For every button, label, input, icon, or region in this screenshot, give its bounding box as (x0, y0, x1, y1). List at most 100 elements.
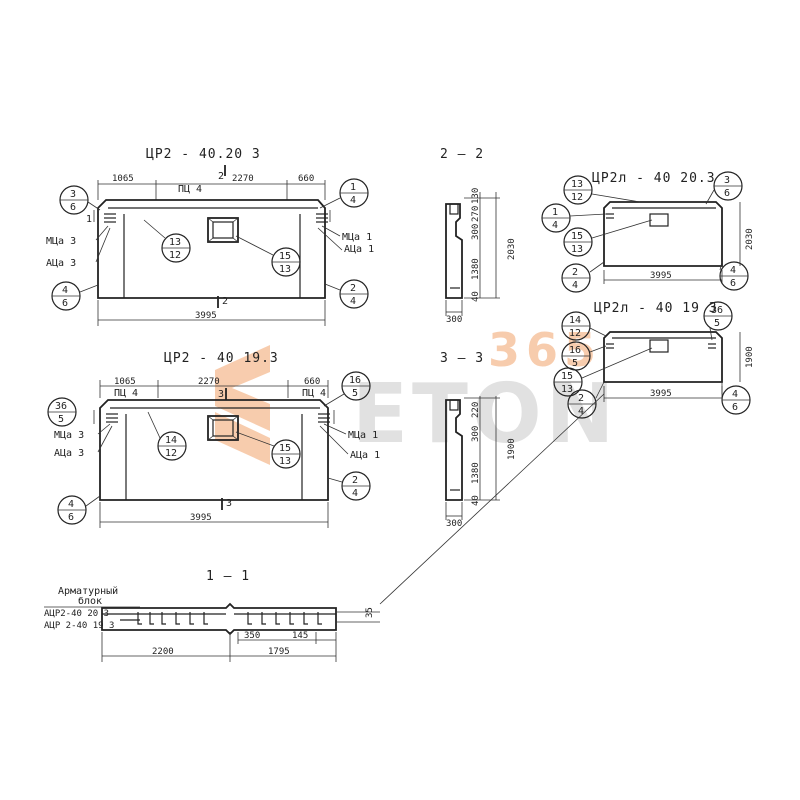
view-title: ЦР2 - 40.20 3 (146, 147, 261, 162)
svg-text:6: 6 (68, 512, 74, 523)
svg-text:4: 4 (350, 195, 356, 206)
callout-bubble: 1 4 (541, 203, 607, 233)
svg-text:4: 4 (552, 220, 558, 231)
dim-mid: 2270 (198, 377, 220, 387)
svg-text:13: 13 (279, 264, 291, 275)
svg-text:6: 6 (732, 402, 738, 413)
label-mts-right: МЦа 1 (348, 430, 378, 441)
dim-total: 3995 (195, 311, 217, 321)
callout-bubble: 14 12 (561, 311, 607, 341)
callout-bubble: 15 13 (553, 347, 653, 397)
section-3-3: 3 — 3 300 220 300 1380 40 1900 (440, 351, 517, 529)
callout-bubble: 1 4 (319, 178, 369, 209)
callout-bubble: 2 4 (327, 471, 371, 501)
dim-right: 660 (298, 174, 314, 184)
svg-text:15: 15 (279, 251, 291, 262)
callout-bubble: 36 5 (703, 301, 733, 341)
dim-height: 2030 (745, 228, 755, 250)
svg-text:16: 16 (349, 375, 361, 386)
svg-text:2: 2 (578, 393, 584, 404)
svg-text:12: 12 (169, 250, 181, 261)
callout-bubble: 3 6 (59, 185, 101, 215)
dim-c: 300 (471, 426, 481, 442)
svg-text:12: 12 (165, 448, 177, 459)
svg-text:4: 4 (350, 296, 356, 307)
view-crp-2040203: ЦР2 - 40.20 3 2 1065 2270 660 ПЦ 4 1 МЦа… (46, 147, 374, 326)
dim-left: 2200 (152, 647, 174, 657)
watermark-logo-mark (215, 345, 270, 431)
svg-text:16: 16 (569, 345, 581, 356)
svg-text:13: 13 (571, 244, 583, 255)
callout-bubble: 15 13 (563, 219, 653, 257)
svg-text:14: 14 (165, 435, 177, 446)
dim-a: 220 (471, 402, 481, 418)
callout-bubble: 13 12 (563, 175, 641, 205)
dim-d: 1380 (471, 258, 481, 280)
dim-left: 1065 (114, 377, 136, 387)
svg-text:2: 2 (350, 283, 356, 294)
label-code-2: АЦР 2-40 19 3 (44, 621, 114, 631)
callout-bubble: 4 6 (719, 261, 749, 291)
svg-text:5: 5 (572, 358, 578, 369)
callout-bubble: 4 6 (51, 281, 99, 311)
dim-b: 145 (292, 631, 308, 641)
label-ats-left: АЦа 3 (54, 448, 84, 459)
dim-left: 1065 (112, 174, 134, 184)
dim-e: 40 (471, 495, 481, 506)
view-crl-2040193: ЦР2л - 40 19 3 3995 1900 14 12 36 5 16 5 (553, 301, 755, 419)
svg-text:4: 4 (352, 488, 358, 499)
svg-text:15: 15 (561, 371, 573, 382)
watermark-brand: ETON (352, 367, 618, 462)
view-title: ЦР2л - 40 20.3 (592, 171, 716, 186)
rebar-hatch-left (137, 612, 208, 625)
svg-text:36: 36 (711, 305, 723, 316)
label-ats-right: АЦа 1 (350, 450, 380, 461)
callout-bubble: 2 4 (567, 381, 605, 419)
view-crp-2040193: ЦР2 - 40 19.3 1065 2270 660 ПЦ 4 ПЦ 4 3 … (47, 351, 380, 528)
svg-text:14: 14 (569, 315, 581, 326)
dim-right: 660 (304, 377, 320, 387)
svg-text:4: 4 (572, 280, 578, 291)
dim-b: 270 (471, 206, 481, 222)
section-mark-top: 3 (218, 389, 224, 400)
dim-c: 35 (365, 607, 375, 618)
label-ats-left: АЦа 3 (46, 258, 76, 269)
dim-height: 1900 (745, 346, 755, 368)
svg-text:2: 2 (572, 267, 578, 278)
dim-width: 300 (446, 315, 462, 325)
svg-text:4: 4 (732, 389, 738, 400)
callout-bubble: 4 6 (57, 495, 101, 525)
section-mark-bottom: 2 (222, 296, 228, 307)
section-mark-bottom: 3 (226, 498, 232, 509)
view-title: ЦР2л - 40 19 3 (594, 301, 718, 316)
label-ats-right: АЦа 1 (344, 244, 374, 255)
section-mark-top: 2 (218, 171, 224, 182)
callout-bubble: 14 12 (147, 411, 187, 461)
section-2-2: 2 — 2 300 130 270 300 1380 40 2030 (440, 147, 517, 325)
dim-mid: 2270 (232, 174, 254, 184)
svg-text:1: 1 (350, 182, 356, 193)
svg-text:4: 4 (578, 406, 584, 417)
svg-text:1: 1 (552, 207, 558, 218)
label-reinforcement-block: Арматурный (58, 585, 118, 597)
dim-d: 1380 (471, 462, 481, 484)
rebar-hatch-right (247, 612, 322, 625)
callout-bubble: 15 13 (235, 431, 301, 469)
watermark-logo-mark-lower (215, 412, 270, 465)
svg-text:12: 12 (569, 328, 581, 339)
section-title: 2 — 2 (440, 147, 484, 162)
callout-bubble: 4 6 (721, 382, 751, 415)
view-title: ЦР2 - 40 19.3 (164, 351, 279, 366)
callout-bubble: 13 12 (143, 219, 191, 263)
label-mts-left: МЦа 3 (54, 430, 84, 441)
dim-total: 2030 (507, 238, 517, 260)
dim-e: 40 (471, 291, 481, 302)
label-pc-right: ПЦ 4 (302, 388, 326, 399)
svg-text:36: 36 (55, 401, 67, 412)
svg-text:5: 5 (352, 388, 358, 399)
dim-a: 130 (471, 188, 481, 204)
callout-bubble: 16 5 (323, 371, 371, 407)
label-pc: ПЦ 4 (178, 184, 202, 195)
